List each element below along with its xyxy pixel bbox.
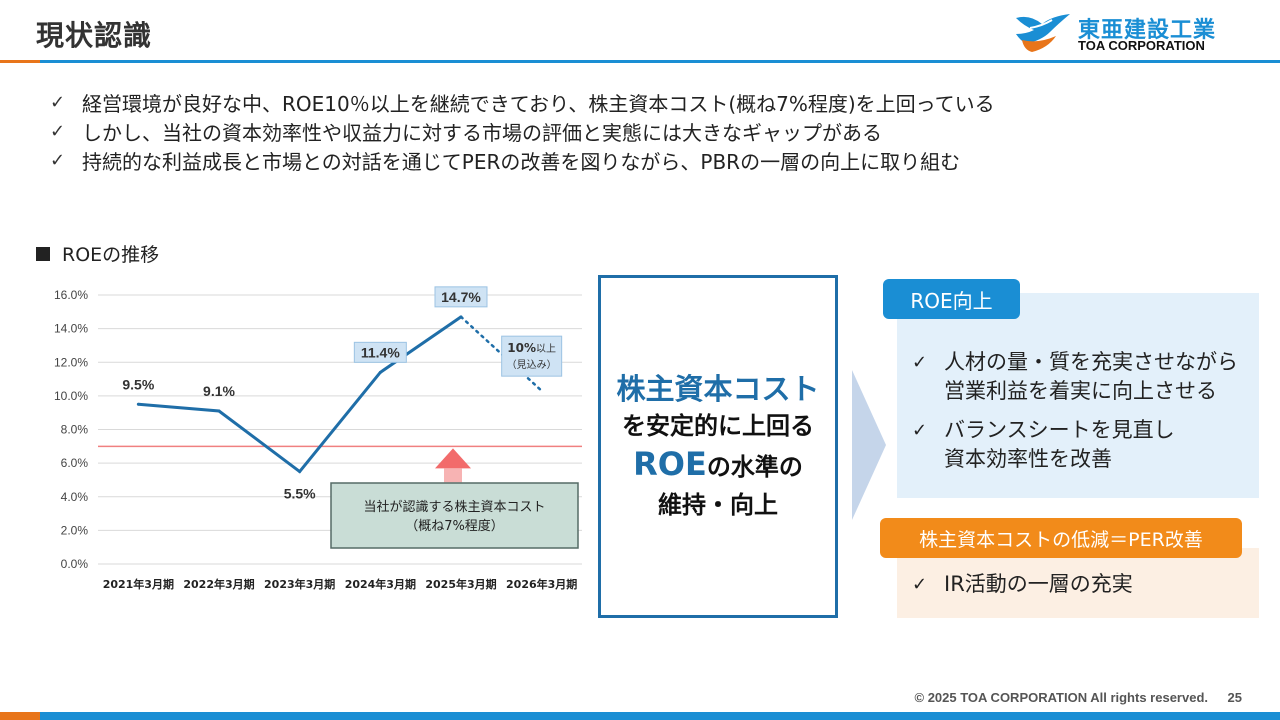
roe-line xyxy=(138,315,462,474)
forecast-label-sub: （見込み） xyxy=(507,359,557,371)
key-message-roe: ROE xyxy=(633,445,707,483)
forecast-label-box xyxy=(501,335,563,377)
forecast-label-main: 10% xyxy=(507,341,536,355)
key-message-line3: ROEの水準の xyxy=(633,444,803,487)
check-icon: ✓ xyxy=(50,92,66,113)
title-underline xyxy=(40,60,1280,63)
list-item-text: 営業利益を着実に向上させる xyxy=(944,379,1217,403)
data-point xyxy=(378,370,382,374)
y-tick-label: 0.0% xyxy=(61,557,89,571)
list-item-text: バランスシートを見直し xyxy=(944,418,1175,442)
list-item-text: 人材の量・質を充実させながら xyxy=(944,350,1238,374)
y-tick-label: 8.0% xyxy=(61,423,89,437)
cost-reduction-panel xyxy=(897,548,1259,618)
bullet-text: 持続的な利益成長と市場との対話を通じてPERの改善を図りながら、PBRの一層の向… xyxy=(82,150,961,174)
y-tick-label: 6.0% xyxy=(61,456,89,470)
list-item: ✓ IR活動の一層の充実 xyxy=(912,570,1252,599)
footer-bar-accent xyxy=(0,712,40,720)
summary-bullet: ✓ 持続的な利益成長と市場との対話を通じてPERの改善を図りながら、PBRの一層… xyxy=(50,146,1250,175)
data-point xyxy=(217,409,221,413)
forecast-label: 10%以上 xyxy=(507,341,556,355)
key-message-line3-suffix: の水準の xyxy=(706,453,803,481)
list-item: ✓ バランスシートを見直し 資本効率性を改善 xyxy=(912,416,1252,474)
annotation-line2: （概ね7%程度） xyxy=(405,518,504,534)
key-message-line4: 維持・向上 xyxy=(658,491,778,519)
list-item-text: IR活動の一層の充実 xyxy=(944,572,1133,596)
x-tick-label: 2026年3月期 xyxy=(506,577,577,591)
list-item: ✓ 人材の量・質を充実させながら 営業利益を着実に向上させる xyxy=(912,348,1252,406)
logo-japanese-text: 東亜建設工業 xyxy=(1078,18,1217,43)
data-label: 9.1% xyxy=(203,383,235,399)
summary-bullet: ✓ 経営環境が良好な中、ROE10％以上を継続できており、株主資本コスト(概ね7… xyxy=(50,88,1250,117)
key-message-line2: を安定的に上回る xyxy=(622,412,814,440)
data-label-box xyxy=(434,286,488,308)
page-number: 25 xyxy=(1227,690,1242,705)
cost-reduction-list: ✓ IR活動の一層の充実 xyxy=(912,570,1252,609)
data-label: 5.5% xyxy=(284,486,316,502)
check-icon: ✓ xyxy=(912,574,928,595)
copyright-text: © 2025 TOA CORPORATION All rights reserv… xyxy=(914,690,1209,705)
annotation-line1: 当社が認識する株主資本コスト xyxy=(363,499,545,515)
bird-logo-icon xyxy=(1016,14,1070,52)
title-underline-accent xyxy=(0,60,40,63)
list-item-text: 資本効率性を改善 xyxy=(944,447,1112,471)
y-tick-label: 4.0% xyxy=(61,490,89,504)
logo-english-text: TOA CORPORATION xyxy=(1078,38,1205,53)
data-point xyxy=(136,402,140,406)
y-tick-label: 16.0% xyxy=(54,288,88,302)
y-tick-label: 2.0% xyxy=(61,523,89,537)
x-tick-label: 2021年3月期 xyxy=(103,577,174,591)
roe-improvement-tag: ROE向上 xyxy=(883,279,1020,319)
forecast-label-suffix: 以上 xyxy=(536,343,556,355)
page-title: 現状認識 xyxy=(36,19,153,52)
footer-bar xyxy=(0,712,1280,720)
y-tick-label: 10.0% xyxy=(54,389,88,403)
square-bullet-icon xyxy=(36,246,50,261)
data-label: 14.7% xyxy=(441,289,481,305)
chart-heading-text: ROEの推移 xyxy=(62,244,160,266)
roe-improvement-list: ✓ 人材の量・質を充実させながら 営業利益を着実に向上させる ✓ バランスシート… xyxy=(912,348,1252,484)
x-tick-label: 2024年3月期 xyxy=(345,577,416,591)
x-tick-label: 2023年3月期 xyxy=(264,577,335,591)
roe-line-chart: 16.0% 14.0% 12.0% 10.0% 8.0% 6.0% 4.0% 2.0% 0.0%… xyxy=(54,286,582,591)
annotation-box xyxy=(330,482,579,549)
check-icon: ✓ xyxy=(50,121,66,142)
bullet-text: 経営環境が良好な中、ROE10％以上を継続できており、株主資本コスト(概ね7%程… xyxy=(82,92,995,116)
company-logo: 東亜建設工業 TOA CORPORATION xyxy=(1012,10,1252,56)
x-tick-label: 2025年3月期 xyxy=(425,577,496,591)
x-tick-label: 2022年3月期 xyxy=(183,577,254,591)
check-icon: ✓ xyxy=(912,420,928,441)
chart-heading: ROEの推移 xyxy=(36,240,159,267)
right-arrow-icon xyxy=(852,370,886,520)
check-icon: ✓ xyxy=(912,352,928,373)
summary-bullets: ✓ 経営環境が良好な中、ROE10％以上を継続できており、株主資本コスト(概ね7… xyxy=(50,88,1250,175)
check-icon: ✓ xyxy=(50,150,66,171)
roe-improvement-panel xyxy=(897,293,1259,498)
data-point xyxy=(298,470,302,474)
data-label: 9.5% xyxy=(122,376,154,392)
up-arrow-shaft xyxy=(444,468,462,483)
summary-bullet: ✓ しかし、当社の資本効率性や収益力に対する市場の評価と実態には大きなギャップが… xyxy=(50,117,1250,146)
data-point xyxy=(459,315,463,319)
key-message-box: 株主資本コスト を安定的に上回る ROEの水準の 維持・向上 xyxy=(598,275,838,618)
up-arrow-icon xyxy=(435,448,471,469)
data-label-box xyxy=(353,341,407,363)
forecast-line xyxy=(459,315,543,393)
data-label: 11.4% xyxy=(361,344,400,360)
y-tick-label: 14.0% xyxy=(54,322,88,336)
bullet-text: しかし、当社の資本効率性や収益力に対する市場の評価と実態には大きなギャップがある xyxy=(82,121,882,145)
cost-reduction-tag: 株主資本コストの低減＝PER改善 xyxy=(880,518,1242,558)
key-message-line1: 株主資本コスト xyxy=(616,372,820,406)
y-tick-label: 12.0% xyxy=(54,355,88,369)
